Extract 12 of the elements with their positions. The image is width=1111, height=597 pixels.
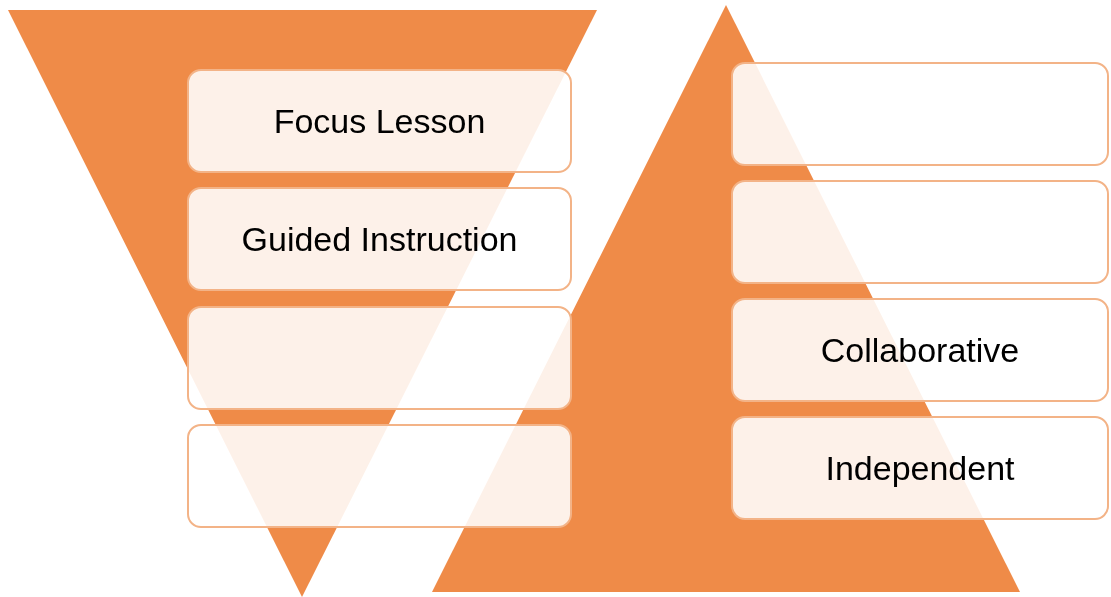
rounded-box [731, 416, 1109, 520]
rounded-box [187, 69, 572, 173]
rounded-box [731, 298, 1109, 402]
empty-box [187, 306, 572, 410]
empty-box [187, 424, 572, 528]
box-label: Independent [825, 448, 1015, 488]
box-label: Guided Instruction [241, 219, 518, 259]
rounded-box [187, 187, 572, 291]
empty-box [731, 62, 1109, 166]
empty-box [731, 180, 1109, 284]
box-label: Focus Lesson [273, 101, 486, 141]
box-label: Collaborative [820, 330, 1020, 370]
